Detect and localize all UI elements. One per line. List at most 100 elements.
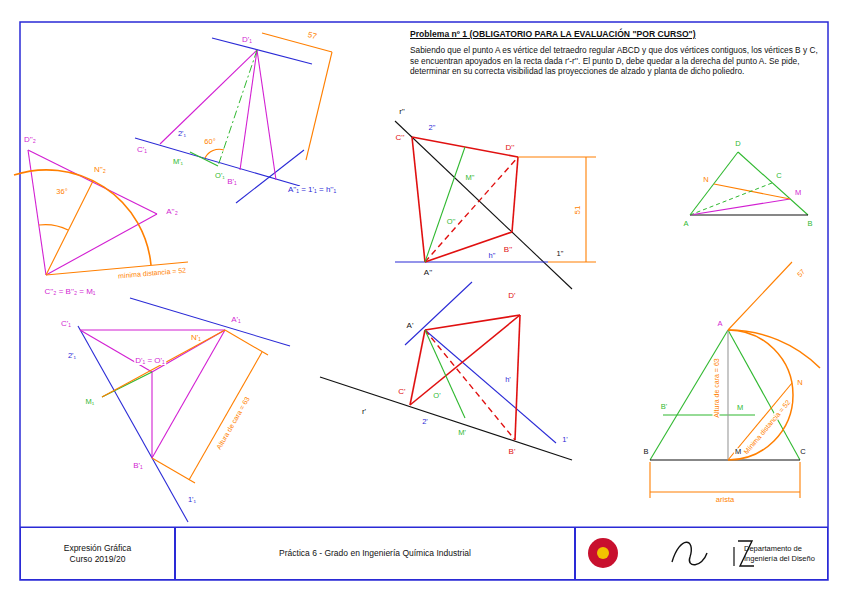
point-label: O'' xyxy=(446,218,457,226)
point-label: A'' xyxy=(423,269,433,277)
projection-line xyxy=(412,137,425,262)
point-label: mínima distancia = 52 xyxy=(117,266,188,279)
projection-line xyxy=(218,50,257,166)
projection-line xyxy=(425,157,518,262)
projection-line xyxy=(410,330,425,405)
point-label: C xyxy=(775,172,782,180)
projection-line xyxy=(80,329,225,330)
point-label: N xyxy=(796,379,803,387)
sheet-frame xyxy=(20,22,828,580)
projection-line xyxy=(395,121,572,289)
point-label: B'₁ xyxy=(132,462,144,470)
point-label: C' xyxy=(397,388,406,396)
point-label: M'₁ xyxy=(172,158,184,166)
point-label: 57 xyxy=(795,267,807,279)
point-label: B xyxy=(642,448,649,456)
point-label: D' xyxy=(507,292,516,300)
point-label: A'₁ xyxy=(230,316,242,324)
university-logo xyxy=(588,538,618,568)
title-block-text: Práctica 6 - Grado en Ingeniería Química… xyxy=(279,548,471,559)
projection-line xyxy=(714,184,790,199)
projection-line xyxy=(548,261,596,262)
projection-line xyxy=(306,52,332,160)
projection-line xyxy=(189,352,262,480)
point-label: r'' xyxy=(398,108,406,116)
point-label: C xyxy=(799,448,806,456)
projection-line xyxy=(512,157,518,232)
projection-line xyxy=(425,330,556,443)
point-label: B'' xyxy=(503,246,513,254)
projection-line xyxy=(425,330,465,418)
point-label: r' xyxy=(361,408,367,416)
title-block-cell: Expresión GráficaCurso 2019/20 xyxy=(20,527,175,580)
projection-line xyxy=(257,50,276,180)
projection-line xyxy=(690,183,772,215)
point-label: C'₁ xyxy=(60,320,72,328)
projection-line xyxy=(102,330,225,397)
point-label: C'₁ xyxy=(136,146,148,154)
point-label: 1' xyxy=(561,436,569,444)
projection-line xyxy=(650,459,800,460)
point-label: 2'₁ xyxy=(177,130,187,138)
point-label: O'₁ xyxy=(214,172,226,180)
projection-line xyxy=(320,377,572,460)
point-label: h' xyxy=(504,376,512,384)
projection-line xyxy=(190,152,218,166)
point-label: arista xyxy=(715,496,735,504)
projection-line xyxy=(28,150,46,275)
point-label: 1'₁ xyxy=(187,496,197,504)
point-label: M xyxy=(794,189,802,197)
projection-line xyxy=(649,462,650,498)
projection-line xyxy=(46,181,93,275)
projection-line xyxy=(160,50,257,144)
projection-line xyxy=(728,262,792,330)
title-block-text: Curso 2019/20 xyxy=(70,554,126,565)
projection-line xyxy=(135,138,300,186)
point-label: A xyxy=(716,320,723,328)
point-label: 2'' xyxy=(427,124,436,132)
point-label: D xyxy=(734,140,741,148)
projection-line xyxy=(585,157,586,262)
point-label: D'₁ xyxy=(241,36,253,44)
point-label: N xyxy=(702,176,709,184)
title-block-text: Departamento de Ingeniería del Diseño xyxy=(744,544,816,563)
projection-lines xyxy=(20,33,828,527)
point-label: A xyxy=(682,220,689,228)
projection-line xyxy=(152,458,195,483)
projection-line xyxy=(425,232,512,262)
point-label: 1'' xyxy=(555,250,564,258)
drawn-arc xyxy=(14,170,151,265)
projection-line xyxy=(515,315,520,440)
point-label: 2' xyxy=(421,418,429,426)
point-label: C'' xyxy=(395,134,406,142)
logo-center xyxy=(597,547,609,559)
title-block-text: Expresión Gráfica xyxy=(64,543,132,554)
projection-line xyxy=(650,330,728,460)
title-block-cell: Departamento de Ingeniería del Diseño xyxy=(575,527,828,580)
point-label: A''₂ xyxy=(165,208,179,216)
problem-title: Problema nº 1 (OBLIGATORIO PARA LA EVALU… xyxy=(410,29,696,39)
projection-line xyxy=(425,147,465,262)
projection-line xyxy=(690,152,738,215)
projection-line xyxy=(728,383,792,460)
point-label: N'₁ xyxy=(190,334,202,342)
point-label: A''₁ = 1'₁ = h''₁ xyxy=(287,186,337,194)
drawn-arc xyxy=(728,330,793,460)
point-label: 36° xyxy=(55,188,68,196)
projection-line xyxy=(236,150,304,203)
point-label: B'₁ xyxy=(226,178,238,186)
point-label: Altura de cara = 63 xyxy=(713,357,720,418)
arcs-and-marks xyxy=(14,149,820,566)
projection-line xyxy=(799,462,800,498)
projection-line xyxy=(262,33,332,52)
point-label: M' xyxy=(457,429,467,437)
point-label: 57 xyxy=(306,31,319,42)
projection-line xyxy=(425,315,520,330)
projection-line xyxy=(663,414,755,415)
projection-line xyxy=(240,50,257,170)
title-block-cell: Práctica 6 - Grado en Ingeniería Química… xyxy=(175,527,575,580)
projection-line xyxy=(650,491,800,492)
point-label: M xyxy=(734,448,742,456)
drawn-arc xyxy=(672,542,707,565)
